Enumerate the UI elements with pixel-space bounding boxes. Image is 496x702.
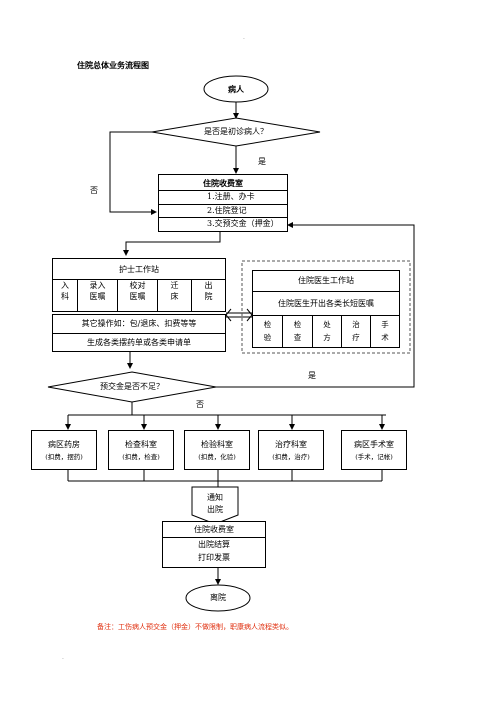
admission-cashier-title: 住院收费室	[203, 178, 243, 188]
deposit-decision: 预交金是否不足？	[100, 382, 164, 391]
nurse-operations-box: 其它操作如：包/退床、扣费等等 生成各类摆药单或各类申请单	[52, 314, 226, 352]
department-examination: 检查科室 (扣费，检查)	[108, 430, 174, 470]
doctor-orders: 住院医生开出各类长短医嘱	[278, 299, 374, 308]
doctor-cell: 手术	[370, 316, 399, 347]
print-invoice: 打印发票	[198, 553, 230, 562]
nurse-generate-forms: 生成各类摆药单或各类申请单	[87, 338, 191, 347]
remark-note: 备注：工伤病人预交金（押金）不做限制，职康病人流程类似。	[97, 623, 293, 631]
deposit-no-label: 否	[196, 400, 204, 409]
footer-dot: .	[62, 654, 64, 661]
department-treatment: 治疗科室 (扣费，治疗)	[258, 430, 324, 470]
doctor-station-title: 住院医生工作站	[298, 276, 354, 285]
department-surgery: 病区手术室 (手术，记帐)	[341, 430, 407, 470]
patient-node: 病人	[228, 84, 244, 94]
header-dot: .	[243, 34, 245, 41]
nurse-cell: 校对医嘱	[117, 280, 157, 311]
notify-discharge: 通知出院	[207, 493, 223, 514]
leave-hospital-node: 离院	[210, 593, 226, 602]
nurse-station-box: 护士工作站 入科 录入医嘱 校对医嘱 迁床 出院	[52, 258, 226, 312]
deposit-yes-label: 是	[308, 371, 316, 380]
admission-cashier-item: 1.注册、办卡	[207, 192, 255, 201]
nurse-cell: 录入医嘱	[77, 280, 117, 311]
doctor-cell: 检验	[263, 320, 272, 342]
admission-cashier-box: 住院收费室 1.注册、办卡 2.住院登记 3.交预交金（押金）	[158, 174, 288, 232]
admission-cashier-item: 2.住院登记	[207, 206, 247, 215]
department-laboratory: 检验科室 (扣费，化验)	[184, 430, 250, 470]
first-visit-yes-label: 是	[258, 157, 266, 166]
doctor-cell: 检查	[282, 316, 312, 347]
discharge-cashier-title: 住院收费室	[194, 525, 234, 534]
doctor-cell: 处方	[312, 316, 341, 347]
page-title: 住院总体业务流程图	[77, 61, 149, 70]
nurse-cell: 入科	[61, 281, 69, 301]
nurse-cell: 出院	[191, 280, 225, 311]
department-pharmacy: 病区药房 (扣费，摆药)	[31, 430, 97, 470]
nurse-other-operations: 其它操作如：包/退床、扣费等等	[81, 319, 197, 328]
discharge-settlement: 出院结算	[198, 540, 230, 549]
nurse-cell: 迁床	[157, 280, 191, 311]
admission-cashier-item: 3.交预交金（押金）	[207, 219, 279, 228]
doctor-station-box: 住院医生工作站 住院医生开出各类长短医嘱 检验 检查 处方 治疗 手术	[252, 270, 400, 348]
discharge-cashier-box: 住院收费室 出院结算 打印发票	[162, 521, 266, 568]
first-visit-decision: 是否是初诊病人？	[204, 127, 268, 136]
first-visit-no-label: 否	[90, 186, 98, 195]
nurse-station-title: 护士工作站	[119, 265, 159, 274]
doctor-cell: 治疗	[341, 316, 370, 347]
